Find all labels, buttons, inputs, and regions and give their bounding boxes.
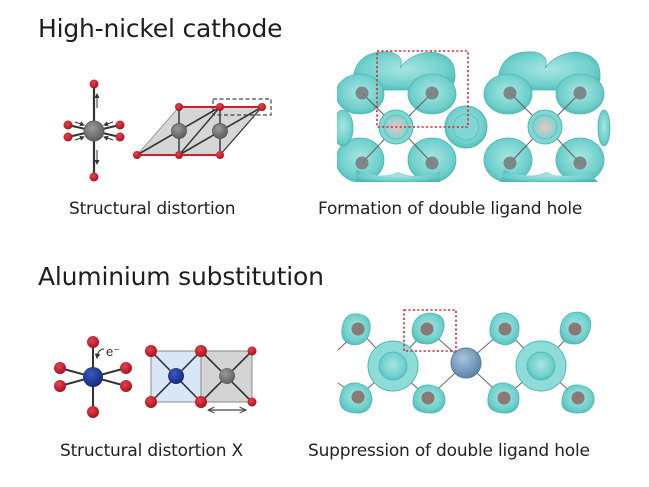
electron-transfer-arrow	[94, 348, 105, 360]
nickel-atom	[83, 120, 105, 142]
nickel-atom	[212, 123, 228, 139]
undistorted-lattice	[145, 345, 257, 410]
oxygen-atom	[115, 120, 125, 130]
caption-suppression-double-ligand-hole: Suppression of double ligand hole	[308, 441, 590, 461]
aluminium-atom	[83, 367, 103, 387]
electron-label: e⁻	[106, 344, 120, 359]
aluminium-site	[450, 347, 482, 379]
oxygen-atom	[89, 172, 99, 182]
caption-structural-distortion: Structural distortion	[69, 199, 236, 219]
oxygen-atom	[89, 79, 99, 89]
section-heading-high-nickel: High-nickel cathode	[38, 14, 283, 43]
charge-density-map-al	[337, 309, 595, 414]
section-heading-aluminium: Aluminium substitution	[38, 262, 324, 291]
oxygen-atom	[63, 132, 73, 142]
nickel-atom	[219, 368, 235, 384]
red-dotted-highlight-box	[376, 50, 469, 128]
nickel-site	[378, 351, 408, 381]
nickel-site	[532, 114, 558, 140]
aluminium-atom	[168, 368, 184, 384]
oxygen-atom	[63, 120, 73, 130]
distorted-lattice	[133, 98, 272, 159]
dashed-highlight-box	[212, 98, 272, 116]
caption-structural-distortion-x: Structural distortion X	[60, 441, 243, 461]
caption-formation-double-ligand-hole: Formation of double ligand hole	[318, 199, 583, 219]
nickel-atom	[171, 123, 187, 139]
distorted-octahedron	[63, 79, 125, 182]
red-dotted-highlight-box	[403, 309, 457, 352]
oxygen-atom	[115, 132, 125, 142]
charge-density-map-ni	[337, 50, 611, 182]
nickel-site	[526, 351, 556, 381]
al-octahedron: e⁻	[54, 336, 132, 418]
